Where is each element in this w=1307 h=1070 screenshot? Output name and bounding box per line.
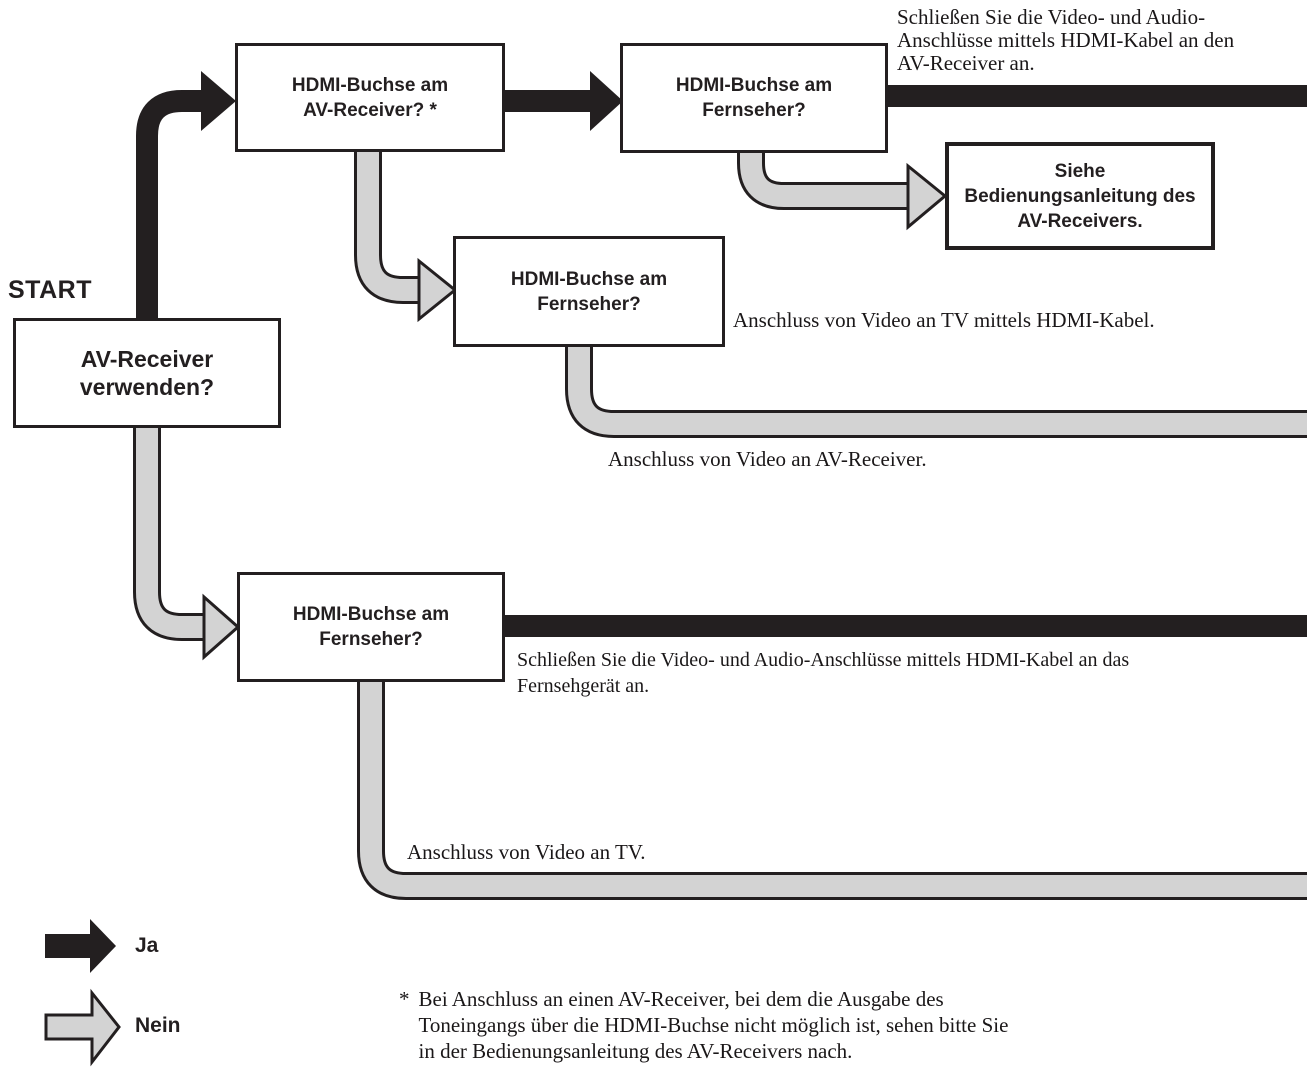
box-label-line: Siehe bbox=[1054, 160, 1106, 182]
note-connect-tv: Schließen Sie die Video- und Audio-Ansch… bbox=[517, 647, 1129, 699]
footnote-line: Bei Anschluss an einen AV-Receiver, bei … bbox=[418, 987, 944, 1011]
box-label-line: Bedienungsanleitung des bbox=[964, 185, 1196, 207]
box-label-line: AV-Receiver? * bbox=[303, 99, 437, 121]
note-connect-av-receiver: Schließen Sie die Video- und Audio- Ansc… bbox=[897, 6, 1234, 75]
note-line: Fernsehgerät an. bbox=[517, 675, 650, 697]
footnote-lines: Bei Anschluss an einen AV-Receiver, bei … bbox=[419, 986, 1009, 1064]
box-label-line: AV-Receivers. bbox=[1017, 210, 1143, 232]
note-line: Schließen Sie die Video- und Audio-Ansch… bbox=[517, 649, 1130, 671]
nein-arrow-avverwenden-to-tvbottom bbox=[133, 428, 241, 661]
nein-arrow-avhdmi-to-tvmid bbox=[354, 152, 458, 323]
box-label-line: Fernseher? bbox=[702, 100, 806, 121]
result-box-siehe-bedienungsanleitung: Siehe Bedienungsanleitung des AV-Receive… bbox=[945, 142, 1215, 250]
footnote: * Bei Anschluss an einen AV-Receiver, be… bbox=[399, 986, 1008, 1064]
arrowhead-icon bbox=[906, 162, 948, 231]
footnote-line: Toneingangs über die HDMI-Buchse nicht m… bbox=[418, 1013, 1009, 1037]
note-video-tv-hdmi: Anschluss von Video an TV mittels HDMI-K… bbox=[733, 308, 1155, 332]
box-label-line: AV-Receiver verwenden? bbox=[79, 346, 215, 400]
arrowhead-icon bbox=[590, 71, 623, 131]
note-line: Schließen Sie die Video- und Audio- bbox=[897, 5, 1206, 29]
decision-box-tv-hdmi-bottom: HDMI-Buchse am Fernseher? bbox=[237, 572, 505, 682]
legend-ja-arrow-icon bbox=[45, 919, 116, 973]
box-label-line: HDMI-Buchse am bbox=[510, 268, 668, 290]
legend-ja-label: Ja bbox=[135, 934, 159, 957]
box-label-line: HDMI-Buchse am bbox=[291, 74, 449, 96]
box-label-line: HDMI-Buchse am bbox=[675, 75, 833, 96]
legend-nein-label: Nein bbox=[135, 1014, 181, 1037]
note-line: Anschlüsse mittels HDMI-Kabel an den bbox=[897, 28, 1235, 52]
decision-box-tv-hdmi-middle: HDMI-Buchse am Fernseher? bbox=[453, 236, 725, 347]
nein-line-tvbottom-to-edge bbox=[357, 682, 1307, 900]
decision-box-tv-hdmi-top: HDMI-Buchse am Fernseher? bbox=[620, 43, 888, 153]
box-label-line: Fernseher? bbox=[537, 293, 641, 315]
nein-line-tvmid-to-edge bbox=[565, 347, 1307, 438]
footnote-asterisk: * bbox=[399, 987, 410, 1011]
decision-box-av-receiver-verwenden: AV-Receiver verwenden? bbox=[13, 318, 281, 428]
footnote-line: in der Bedienungsanleitung des AV-Receiv… bbox=[418, 1039, 853, 1063]
arrowhead-icon bbox=[202, 593, 241, 661]
decision-box-av-receiver-hdmi: HDMI-Buchse am AV-Receiver? * bbox=[235, 43, 505, 152]
legend-nein-arrow-icon bbox=[44, 988, 121, 1067]
nein-arrow-tvtop-to-siehe bbox=[737, 153, 948, 231]
note-video-tv: Anschluss von Video an TV. bbox=[407, 840, 646, 864]
note-video-av-receiver: Anschluss von Video an AV-Receiver. bbox=[608, 447, 927, 471]
arrowhead-icon bbox=[201, 71, 236, 131]
note-line: AV-Receiver an. bbox=[897, 51, 1035, 75]
arrowhead-icon bbox=[417, 257, 458, 323]
start-label: START bbox=[8, 276, 92, 304]
box-label-line: Fernseher? bbox=[319, 629, 423, 650]
ja-arrow-avhdmi-to-tvtop bbox=[505, 71, 623, 131]
ja-arrow-start-to-avhdmi bbox=[136, 71, 236, 318]
box-label-line: HDMI-Buchse am bbox=[292, 604, 450, 625]
